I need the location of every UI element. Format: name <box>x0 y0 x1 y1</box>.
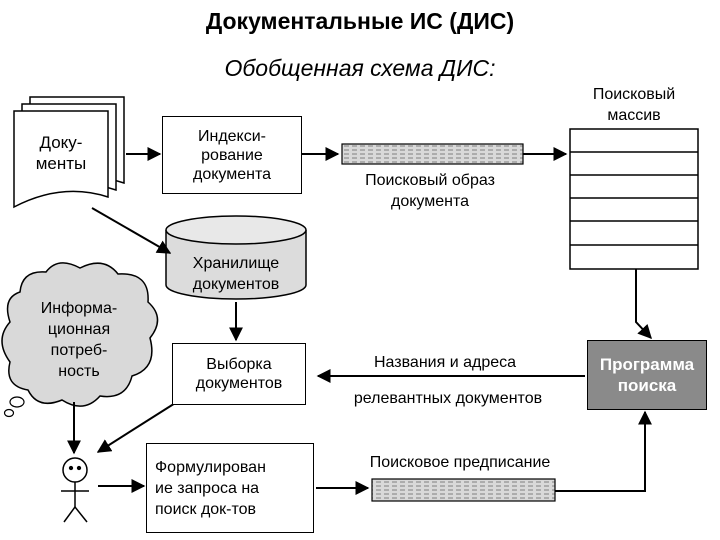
arrow-selection-to-user <box>96 399 181 453</box>
search-array-table <box>569 128 699 270</box>
selection-label: Выборка документов <box>195 356 283 392</box>
arrow-strip-to-program <box>555 410 652 492</box>
search-program-box: Программа поиска <box>587 340 707 410</box>
arrow-array-to-program <box>635 269 652 340</box>
thought-cloud-icon <box>1 262 159 418</box>
info-need-label: Информа- ционная потреб- ность <box>40 300 118 380</box>
storage-label: Хранилище документов <box>192 255 280 293</box>
search-prescription-label: Поисковое предписание <box>369 454 551 471</box>
indexing-box: Индекси- рование документа <box>162 116 302 194</box>
selection-box: Выборка документов <box>172 343 306 405</box>
search-prescription-strip <box>371 478 556 502</box>
query-box: Формулирован ие запроса на поиск док-тов <box>146 443 314 533</box>
user-figure-icon <box>61 457 89 523</box>
query-label: Формулирован ие запроса на поиск док-тов <box>155 458 266 518</box>
search-array-label: Поисковый массив <box>592 86 676 124</box>
names-addresses-label: Названия и адреса <box>373 354 517 371</box>
relevant-documents-label: релевантных документов <box>353 390 543 407</box>
search-image-label: Поисковый образ документа <box>365 172 495 210</box>
search-image-strip <box>341 143 524 165</box>
indexing-label: Индекси- рование документа <box>192 127 271 183</box>
search-program-label: Программа поиска <box>599 355 695 395</box>
page-title: Документальные ИС (ДИС) <box>205 8 515 34</box>
storage-cylinder-icon <box>165 215 307 300</box>
documents-label: Доку- менты <box>35 133 87 173</box>
page-subtitle: Обобщенная схема ДИС: <box>224 55 496 81</box>
documents-stack-icon <box>13 96 125 209</box>
arrow-docs-to-storage <box>91 207 172 254</box>
